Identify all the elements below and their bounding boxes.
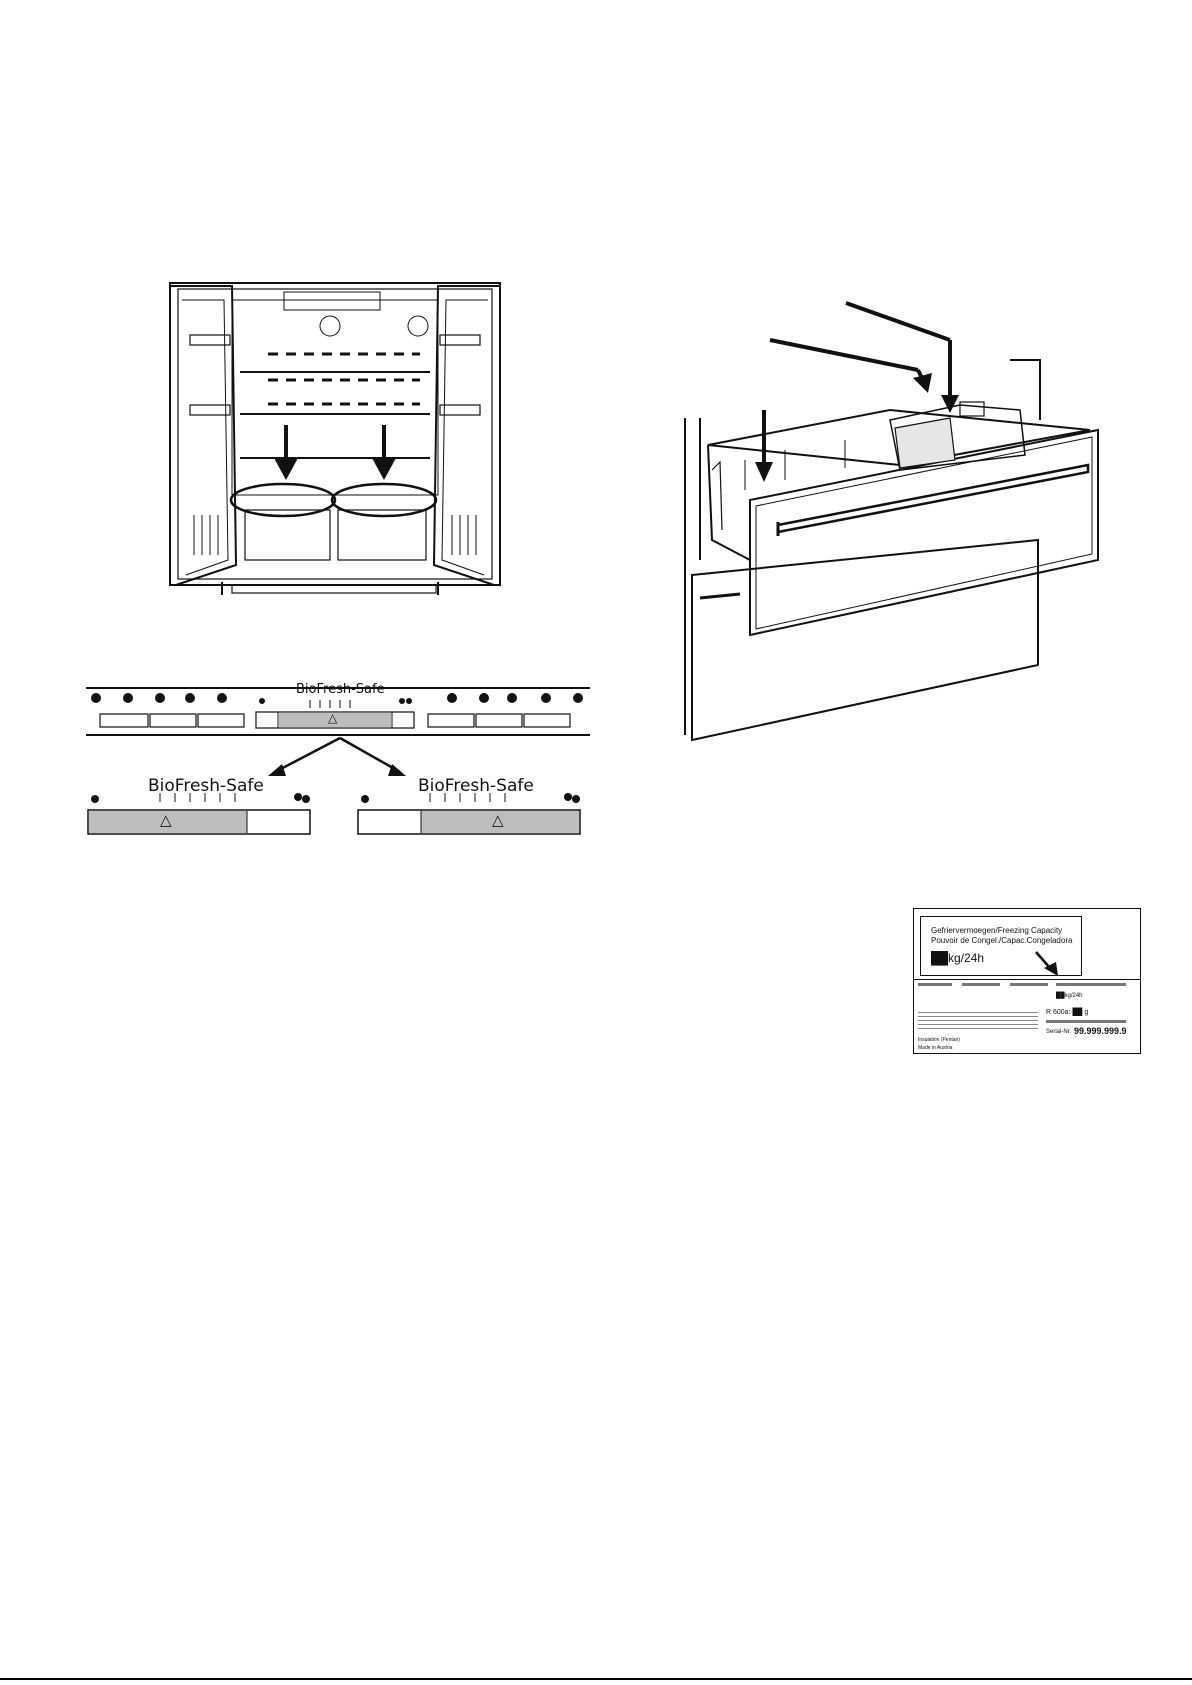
page-footer-rule: [0, 1678, 1192, 1680]
